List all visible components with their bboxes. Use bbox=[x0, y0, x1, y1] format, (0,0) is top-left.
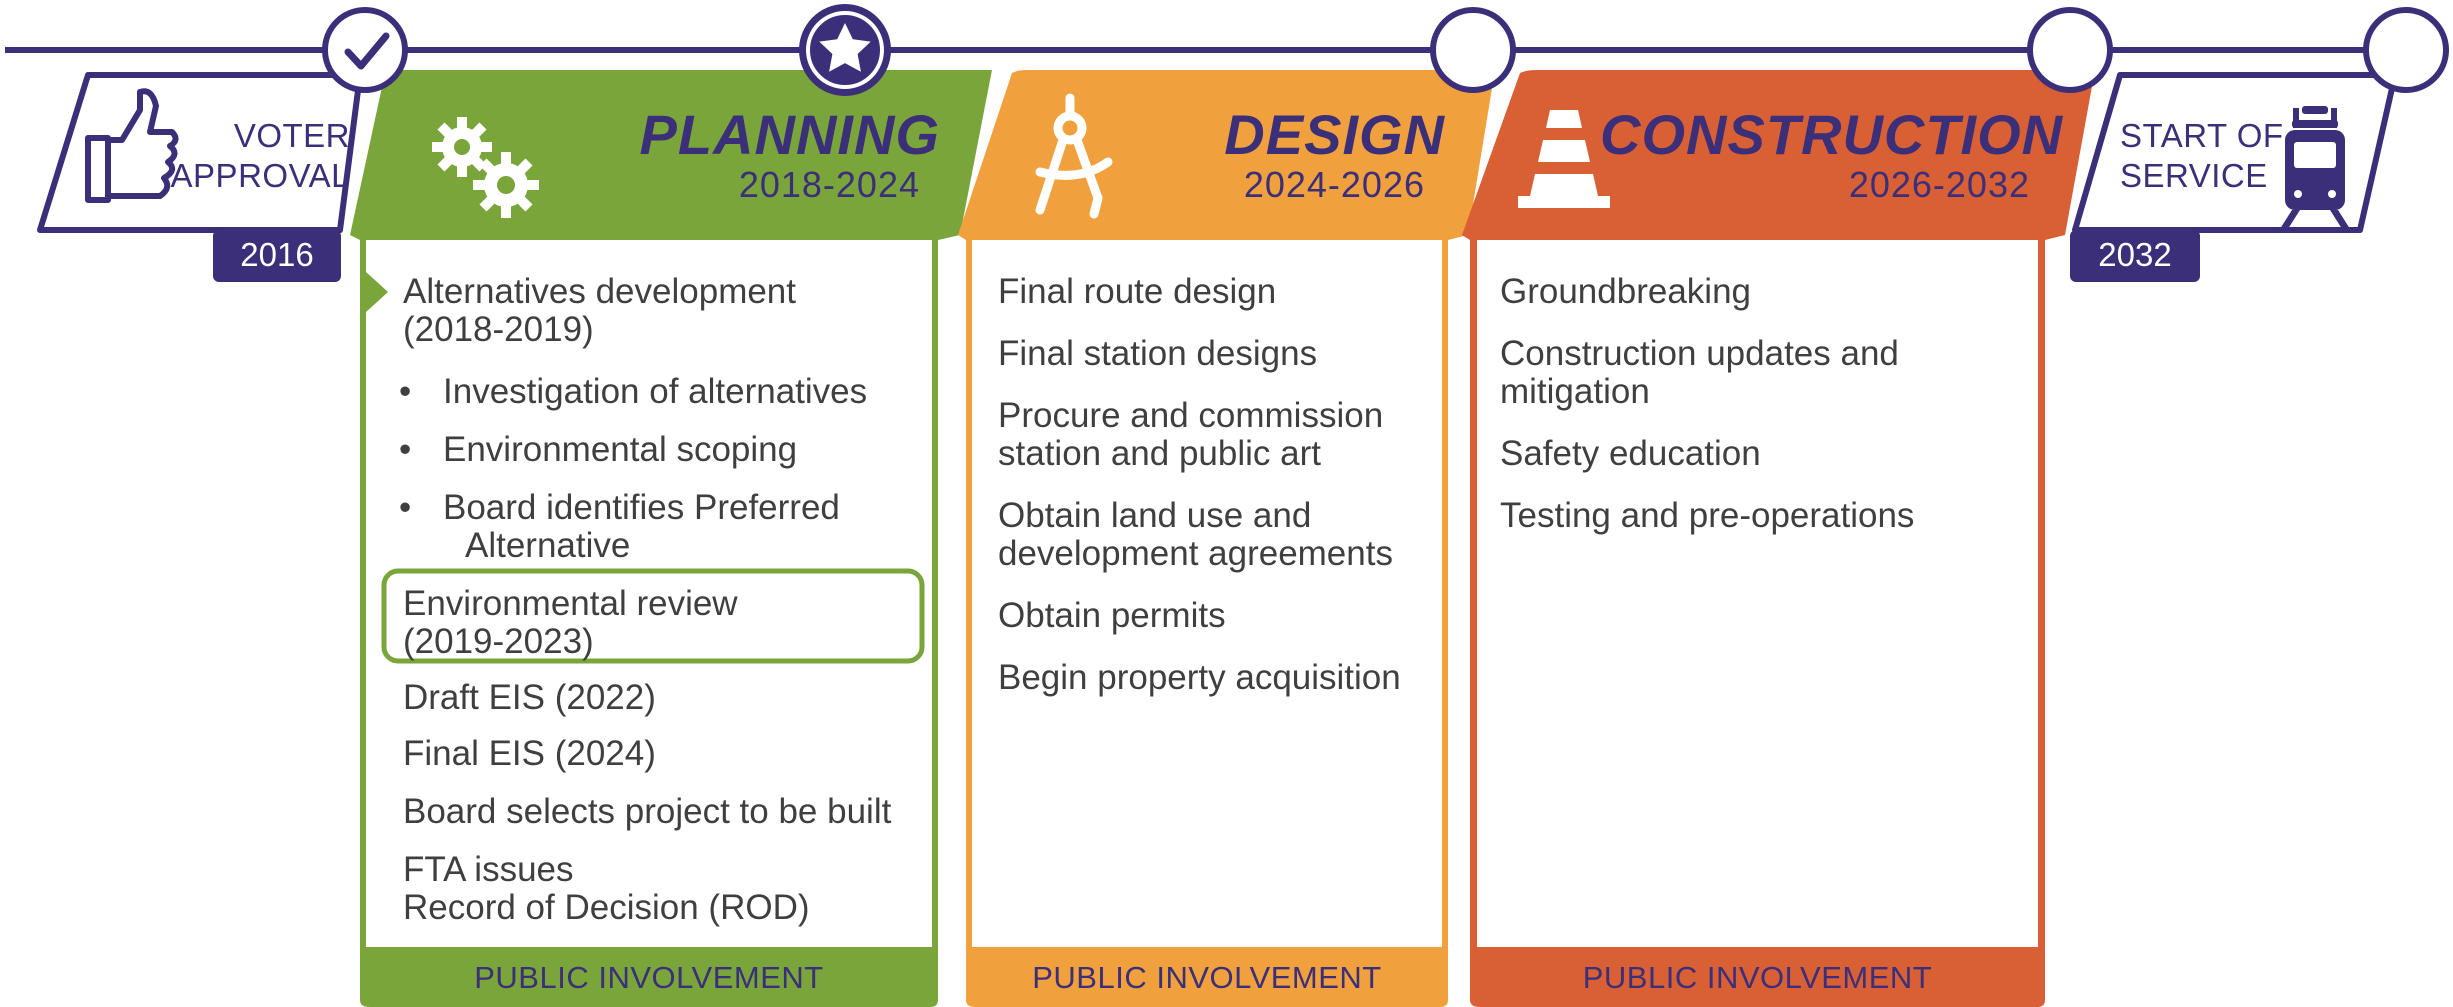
item-text: Board selects project to be built bbox=[403, 792, 892, 831]
voter-approval-line1: VOTER bbox=[233, 117, 350, 154]
item-text: Alternative bbox=[465, 526, 631, 565]
item-text: (2018-2019) bbox=[403, 310, 594, 349]
item-text: Groundbreaking bbox=[1500, 272, 1751, 311]
item-text: (2019-2023) bbox=[403, 622, 594, 661]
item-text: mitigation bbox=[1500, 372, 1650, 411]
compass-icon bbox=[1035, 93, 1113, 219]
list-item: Draft EIS (2022) bbox=[403, 679, 923, 717]
item-text: Record of Decision (ROD) bbox=[403, 888, 810, 927]
list-item: Environmental review(2019-2023) bbox=[403, 585, 923, 661]
design-milestone-marker bbox=[1430, 7, 1516, 93]
item-text: Alternatives development bbox=[403, 272, 796, 311]
item-text: Final EIS (2024) bbox=[403, 734, 656, 773]
list-item: Final route design bbox=[998, 273, 1438, 311]
list-item: Begin property acquisition bbox=[998, 659, 1438, 697]
thumbs-up-icon bbox=[85, 88, 179, 203]
item-text: Board identifies Preferred bbox=[443, 488, 840, 527]
start-of-service-milestone bbox=[2070, 72, 2398, 282]
item-text: Environmental review bbox=[403, 584, 738, 623]
design-phase-panel bbox=[958, 70, 1495, 1007]
item-text: development agreements bbox=[998, 534, 1393, 573]
item-text: Draft EIS (2022) bbox=[403, 678, 656, 717]
list-item: Testing and pre-operations bbox=[1500, 497, 2030, 535]
planning-years: 2018-2024 bbox=[738, 164, 920, 205]
design-years: 2024-2026 bbox=[1243, 164, 1425, 205]
design-footer: PUBLIC INVOLVEMENT bbox=[1032, 960, 1382, 995]
construction-phase-panel bbox=[1462, 70, 2095, 1007]
construction-years: 2026-2032 bbox=[1848, 164, 2030, 205]
start-of-service-year: 2032 bbox=[2098, 236, 2172, 273]
construction-milestone-marker bbox=[2027, 7, 2113, 93]
star-marker bbox=[799, 4, 891, 96]
checkmark-icon bbox=[344, 32, 390, 70]
train-icon bbox=[2278, 106, 2352, 232]
planning-footer: PUBLIC INVOLVEMENT bbox=[474, 960, 824, 995]
list-item: Obtain permits bbox=[998, 597, 1438, 635]
list-item: Alternatives development(2018-2019) bbox=[403, 273, 923, 349]
item-text: Final station designs bbox=[998, 334, 1318, 373]
item-text: Construction updates and bbox=[1500, 334, 1899, 373]
item-text: Obtain land use and bbox=[998, 496, 1312, 535]
gears-icon bbox=[432, 117, 539, 218]
list-item: Board selects project to be built bbox=[403, 793, 923, 831]
list-item: Safety education bbox=[1500, 435, 2030, 473]
item-text: Testing and pre-operations bbox=[1500, 496, 1915, 535]
planning-title: PLANNING bbox=[639, 103, 940, 166]
star-icon bbox=[819, 23, 871, 72]
item-text: FTA issues bbox=[403, 850, 574, 889]
voter-approval-milestone bbox=[37, 72, 363, 282]
item-text: Environmental scoping bbox=[443, 430, 798, 469]
year-badge-2032 bbox=[2070, 230, 2200, 282]
checkmark-marker bbox=[322, 7, 408, 93]
item-text: Obtain permits bbox=[998, 596, 1226, 635]
planning-pointer bbox=[366, 272, 388, 312]
voter-approval-label: VOTER APPROVAL bbox=[150, 116, 350, 196]
traffic-cone-icon bbox=[1518, 110, 1610, 208]
item-text: Begin property acquisition bbox=[998, 658, 1401, 697]
design-title: DESIGN bbox=[1224, 103, 1445, 166]
construction-footer: PUBLIC INVOLVEMENT bbox=[1582, 960, 1933, 995]
list-item: Investigation of alternatives bbox=[443, 373, 923, 411]
construction-title: CONSTRUCTION bbox=[1600, 103, 2064, 166]
planning-list: Alternatives development(2018-2019) Inve… bbox=[403, 273, 923, 951]
year-badge-2016 bbox=[213, 230, 341, 282]
voter-approval-line2: APPROVAL bbox=[170, 157, 350, 194]
item-text: Final route design bbox=[998, 272, 1277, 311]
service-milestone-marker bbox=[2363, 7, 2449, 93]
item-text: station and public art bbox=[998, 434, 1321, 473]
list-item: Environmental scoping bbox=[443, 431, 923, 469]
start-of-service-label: START OF SERVICE bbox=[2120, 116, 2290, 196]
item-text: Procure and commission bbox=[998, 396, 1384, 435]
design-list: Final route design Final station designs… bbox=[998, 273, 1438, 721]
list-item: Final EIS (2024) bbox=[403, 735, 923, 773]
current-step-highlight bbox=[381, 568, 925, 664]
item-text: Safety education bbox=[1500, 434, 1761, 473]
list-item: Groundbreaking bbox=[1500, 273, 2030, 311]
item-text: Investigation of alternatives bbox=[443, 372, 868, 411]
start-of-service-line1: START OF bbox=[2120, 117, 2284, 154]
voter-approval-year: 2016 bbox=[240, 236, 314, 273]
start-of-service-line2: SERVICE bbox=[2120, 157, 2268, 194]
list-item: Final station designs bbox=[998, 335, 1438, 373]
